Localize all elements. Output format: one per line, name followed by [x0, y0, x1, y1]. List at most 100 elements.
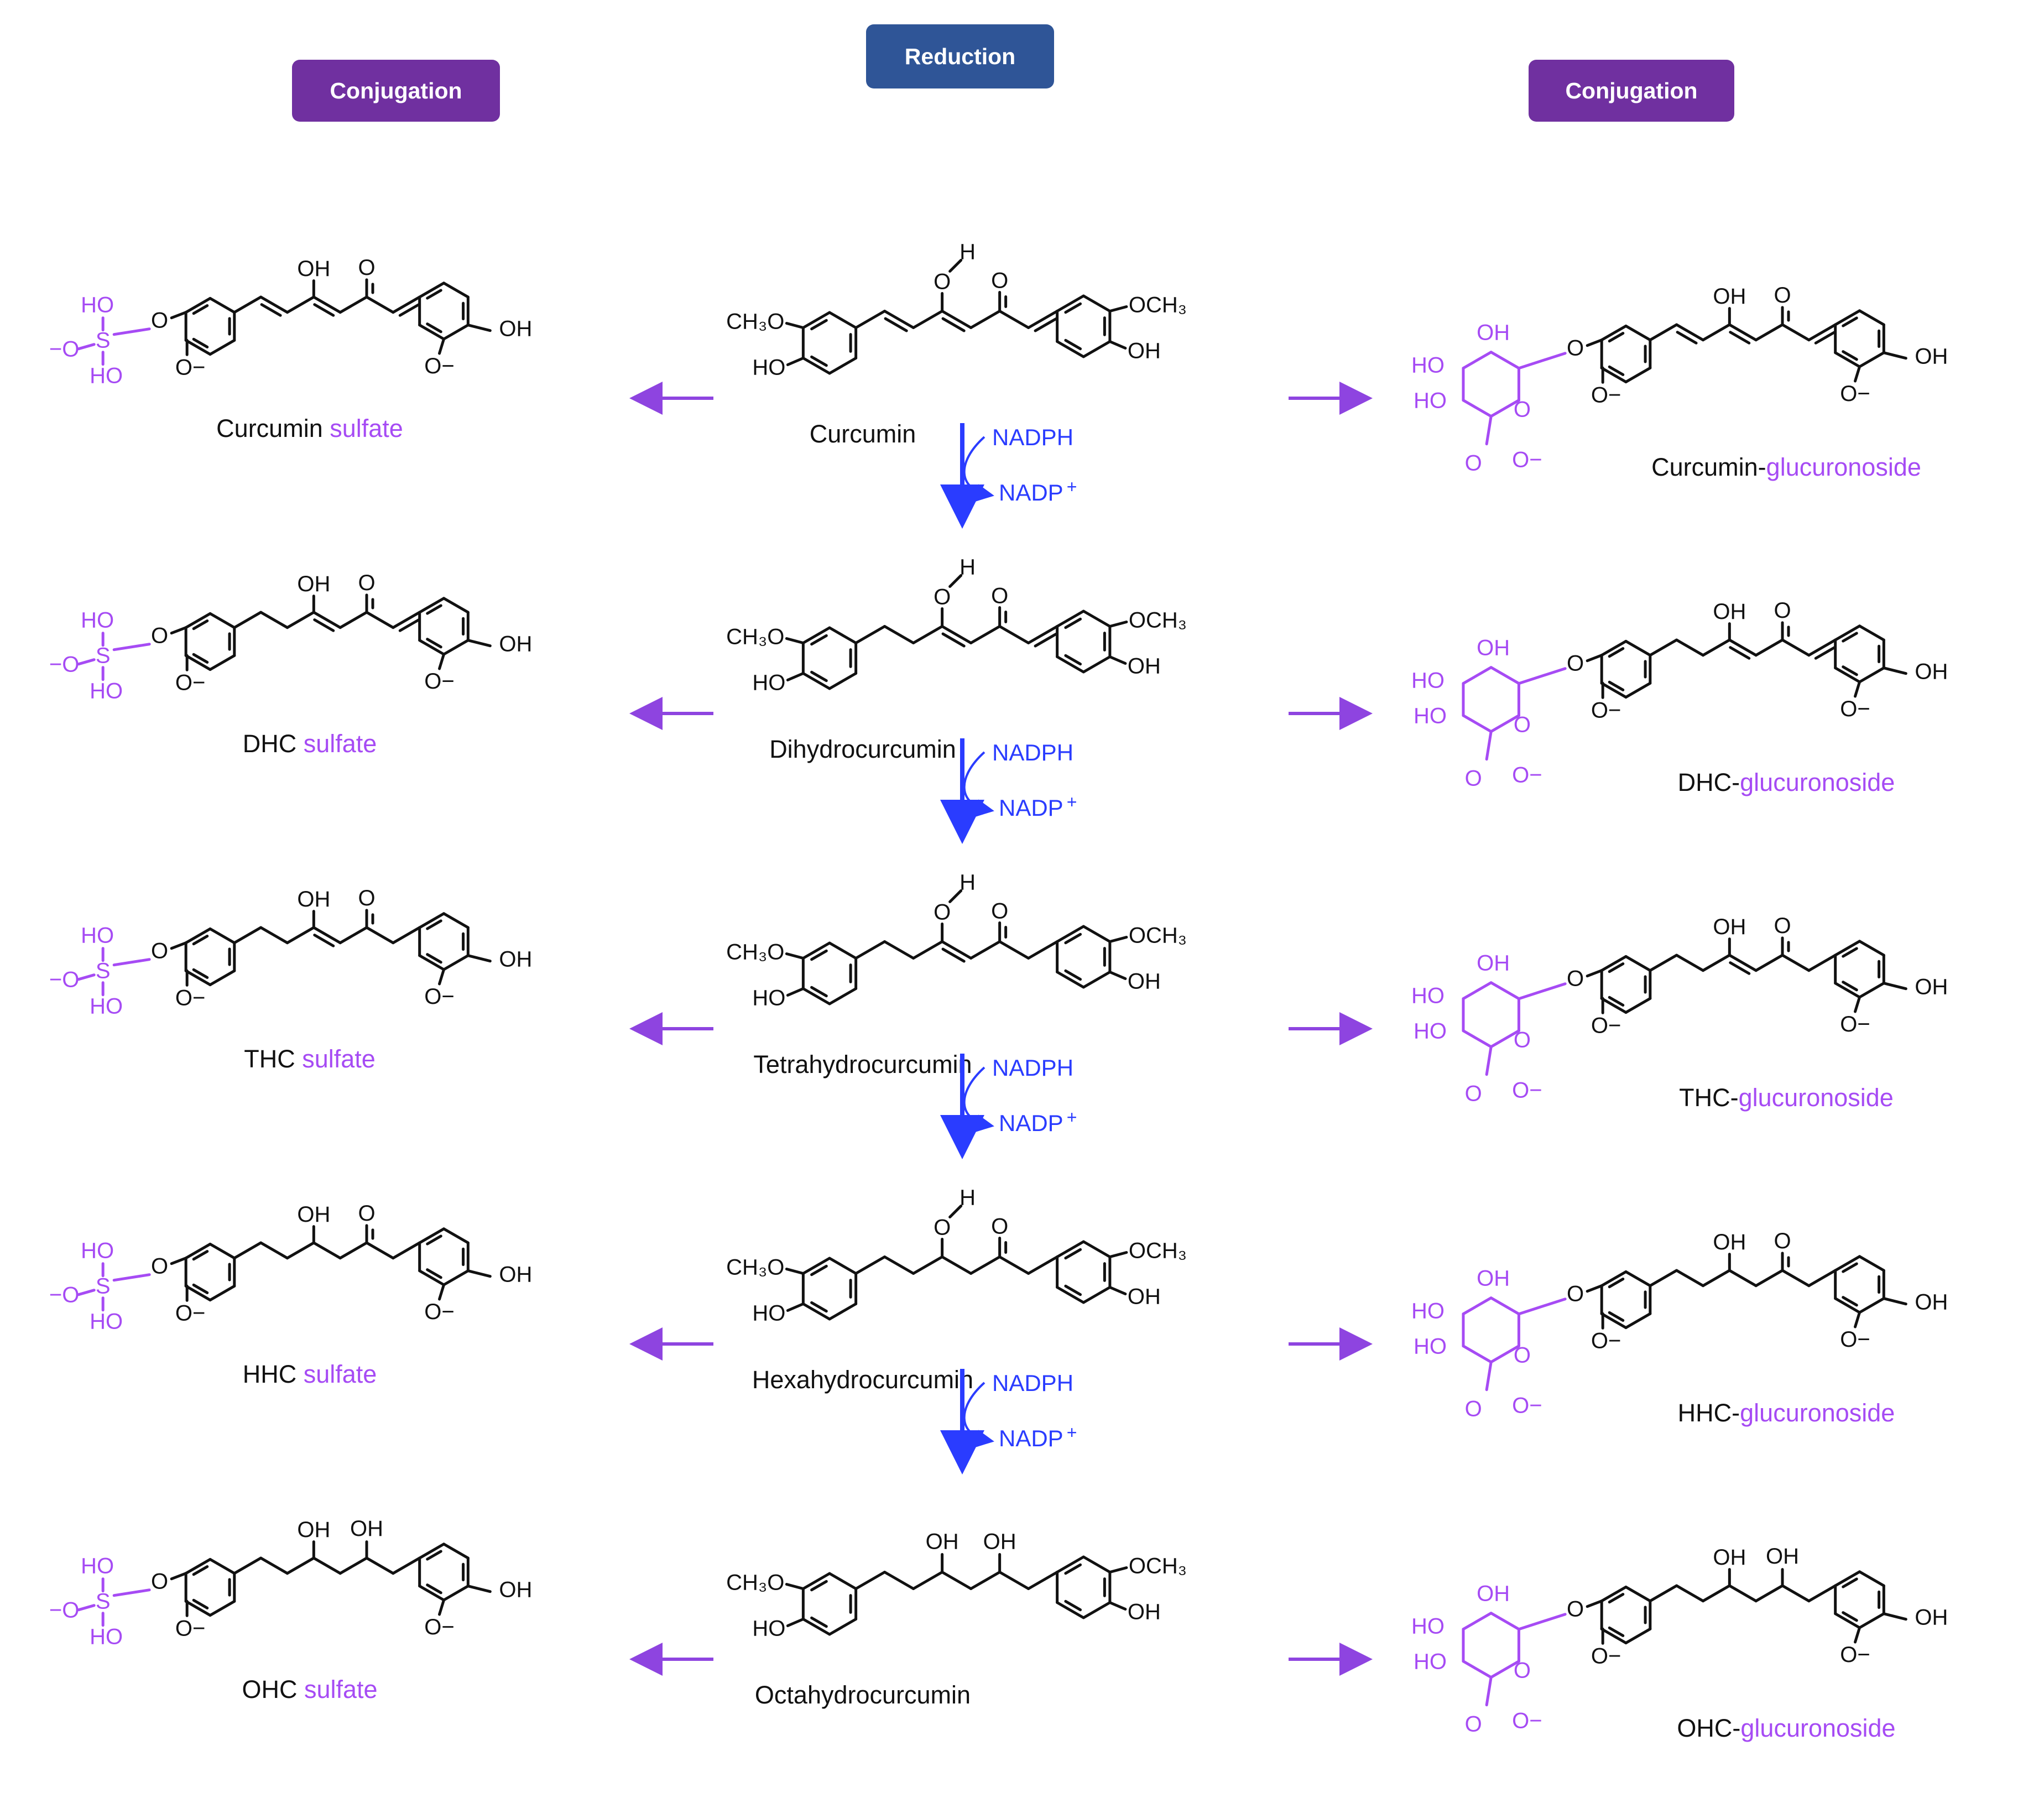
bond: [854, 625, 887, 644]
glycosidic-oxygen-label: O: [1567, 1597, 1584, 1622]
ring-double-bond: [192, 304, 209, 315]
bond: [1854, 680, 1861, 698]
sulfate-name-suffix: sulfate: [304, 1360, 377, 1388]
ring-bond: [1600, 324, 1628, 342]
sulfur-label: S: [96, 329, 111, 353]
ring-bond: [828, 1302, 858, 1321]
bond: [1754, 1269, 1784, 1288]
ring-bond: [442, 639, 470, 656]
hydroxyl-label: OH: [983, 1530, 1016, 1554]
double-bond: [398, 303, 420, 317]
ring-bond: [418, 1269, 446, 1286]
ring-double-bond: [810, 319, 828, 331]
bond: [77, 1604, 96, 1612]
ring-bond: [828, 1572, 858, 1590]
ring-double-bond: [192, 619, 209, 631]
ring-bond: [442, 954, 470, 971]
ring-bond: [1858, 309, 1885, 326]
carboxylate-oxygen-label: O: [1465, 1082, 1482, 1106]
ring-bond: [184, 338, 212, 356]
sugar-hydroxyl-label: HO: [1414, 389, 1447, 413]
ring-bond: [208, 1284, 236, 1302]
header-reduction-label: Reduction: [905, 44, 1015, 69]
sugar-hydroxyl-label: OH: [1477, 1267, 1510, 1291]
bond: [1781, 323, 1811, 342]
bond: [1754, 1584, 1784, 1603]
double-bond: [941, 317, 966, 332]
sugar-hydroxyl-label: HO: [1411, 669, 1445, 693]
sulfate-name-prefix: Curcumin: [216, 414, 330, 442]
ring-bond: [801, 987, 831, 1005]
sulfate-hydroxyl-label: HO: [90, 994, 123, 1019]
ring-bond: [442, 1269, 470, 1286]
ring-double-bond: [1064, 932, 1082, 945]
ring-bond: [442, 597, 470, 614]
bond: [1728, 1584, 1758, 1603]
bond: [286, 926, 315, 945]
bond: [286, 295, 315, 314]
ring-double-bond: [1608, 1593, 1625, 1604]
cofactor-nadph: NADPH: [992, 1055, 1073, 1081]
hydroxyl-label: OH: [499, 1263, 532, 1287]
header-reduction: Reduction: [866, 24, 1054, 88]
bond: [170, 626, 187, 635]
carboxylate-oxyanion-label: O−: [1512, 448, 1542, 472]
bond: [1586, 1284, 1603, 1293]
phenoxide-label: O−: [175, 355, 205, 379]
bond: [1781, 1269, 1811, 1288]
bond: [338, 295, 368, 314]
methoxy-label: CH₃O: [726, 1255, 784, 1280]
bond: [998, 625, 1030, 644]
ring-bond: [1834, 1570, 1861, 1587]
sugar-hydroxyl-label: HO: [1411, 353, 1445, 378]
enol-oxygen-label: O: [934, 1216, 951, 1240]
double-bond: [313, 618, 335, 632]
ring-bond: [1600, 681, 1628, 699]
ring-bond: [828, 626, 858, 644]
hydroxyl-label: OH: [1915, 975, 1948, 999]
sugar-ring-bond: [1489, 666, 1520, 685]
ring-double-bond: [1842, 947, 1858, 958]
glucuronide-name: THC-glucuronoside: [1679, 1083, 1894, 1112]
hydroxyl-label: OH: [297, 257, 330, 281]
sulfate-name-suffix: sulfate: [304, 730, 377, 758]
ring-bond: [1056, 340, 1085, 358]
hydroxyl-label: OH: [1128, 654, 1161, 679]
parent-name: Hexahydrocurcumin: [752, 1366, 973, 1394]
bond: [338, 926, 368, 945]
ring-bond: [442, 282, 470, 299]
sugar-ring-bond: [1462, 981, 1493, 1001]
bond: [259, 611, 289, 629]
hydroxyl-label: OH: [1713, 915, 1746, 939]
sulfate-hydroxyl-label: HO: [81, 1239, 114, 1263]
sulfate-oxyanion-label: −O: [49, 337, 79, 362]
bond: [998, 310, 1030, 329]
glycosidic-oxygen-label: O: [1567, 652, 1584, 676]
ring-bond: [208, 338, 236, 356]
ring-bond: [1834, 309, 1861, 326]
oxygen-label: OH: [350, 1517, 383, 1541]
ring-bond: [418, 282, 446, 299]
sulfate-hydroxyl-label: HO: [90, 1625, 123, 1649]
ring-bond: [184, 1599, 212, 1617]
hydroxyl-label: HO: [752, 986, 785, 1010]
ring-bond: [418, 912, 446, 929]
bond: [1027, 940, 1059, 960]
ring-bond: [1858, 351, 1885, 368]
carboxylate-oxygen-label: O: [1465, 451, 1482, 476]
ring-bond: [208, 1599, 236, 1617]
bond: [286, 1556, 315, 1575]
cofactor-nadp-charge: +: [1067, 792, 1077, 812]
cofactor-nadp-charge: +: [1067, 1107, 1077, 1127]
hydroxyl-label: OH: [1713, 1545, 1746, 1570]
hydroxyl-label: OH: [499, 1578, 532, 1602]
ring-bond: [1600, 639, 1628, 657]
double-bond: [260, 303, 282, 317]
